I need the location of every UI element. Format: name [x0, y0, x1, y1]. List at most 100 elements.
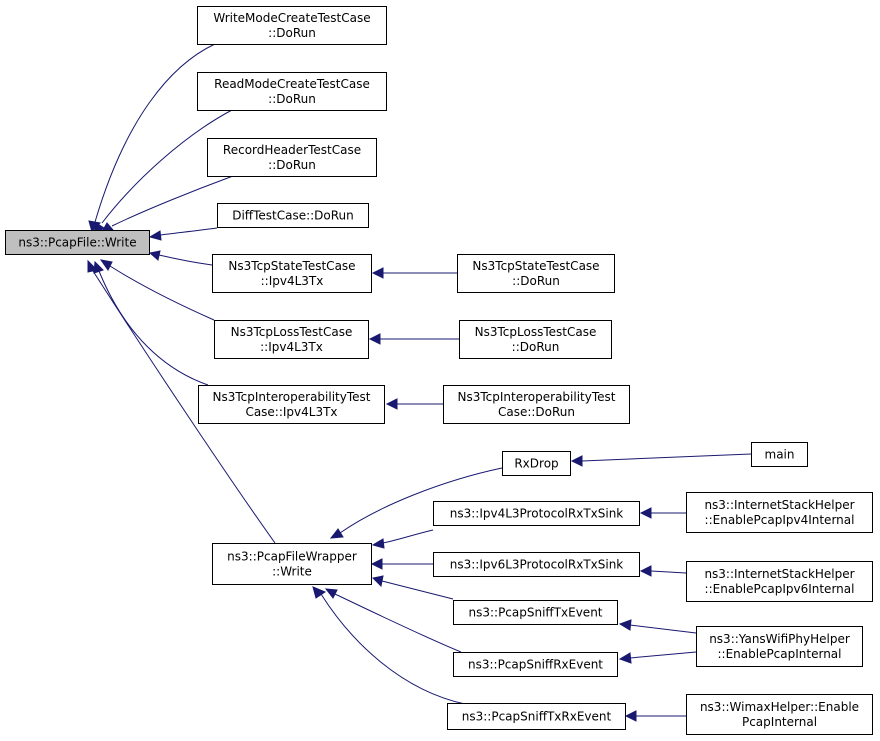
node-box: [686, 694, 873, 735]
arrowhead-ish-ipv4: [639, 507, 652, 519]
node-label-line: DiffTestCase::DoRun: [232, 209, 354, 223]
node-box: [686, 492, 873, 533]
node-label-line: RecordHeaderTestCase: [223, 143, 361, 157]
node-tcp-state-dorun[interactable]: Ns3TcpStateTestCase::DoRun: [457, 254, 615, 293]
node-record-header-test-case[interactable]: RecordHeaderTestCase::DoRun: [207, 138, 377, 177]
node-read-mode-create-test-case[interactable]: ReadModeCreateTestCase::DoRun: [197, 72, 387, 111]
node-pcap-sniff-txrx-event[interactable]: ns3::PcapSniffTxRxEvent: [447, 703, 626, 730]
node-ish-enable-pcap-ipv4-internal[interactable]: ns3::InternetStackHelper::EnablePcapIpv4…: [686, 492, 873, 533]
edge-read-mode-to-pcapfile-write: [101, 109, 233, 224]
node-box: [217, 203, 369, 228]
edge-tcp-interop-to-pcapfile-write: [98, 270, 209, 386]
edge-ish-ipv6-to-ipv6-sink: [650, 570, 687, 574]
node-wimax-enable-pcap-internal[interactable]: ns3::WimaxHelper::EnablePcapInternal: [686, 694, 873, 735]
node-ish-enable-pcap-ipv6-internal[interactable]: ns3::InternetStackHelper::EnablePcapIpv6…: [686, 561, 873, 602]
arrowhead-ipv4-sink: [371, 538, 385, 549]
node-label-line: Ns3TcpLossTestCase: [231, 325, 353, 339]
node-label-line: Ns3TcpLossTestCase: [475, 325, 597, 339]
arrowhead-tcp-interop-dorun: [385, 398, 398, 410]
edge-ipv4-sink-to-wrapper: [382, 529, 434, 544]
node-diff-test-case[interactable]: DiffTestCase::DoRun: [217, 203, 369, 228]
arrowhead-ish-ipv6: [639, 565, 652, 577]
edge-rxdrop-to-wrapper: [339, 467, 503, 534]
edge-tcp-loss-to-pcapfile-write: [109, 265, 215, 321]
node-label-line: Ns3TcpStateTestCase: [228, 259, 355, 273]
node-tcp-loss-dorun[interactable]: Ns3TcpLossTestCase::DoRun: [459, 320, 612, 359]
node-tcp-state-ipv4l3tx[interactable]: Ns3TcpStateTestCase::Ipv4L3Tx: [212, 254, 372, 293]
node-pcap-sniff-tx-event[interactable]: ns3::PcapSniffTxEvent: [453, 600, 618, 625]
node-label-line: ns3::Ipv4L3ProtocolRxTxSink: [450, 507, 624, 521]
node-box: [207, 138, 377, 177]
node-label-line: ns3::PcapFile::Write: [18, 236, 136, 250]
arrowhead-wimax: [624, 710, 637, 722]
node-label-line: ns3::PcapSniffTxEvent: [468, 606, 602, 620]
node-label-line: ns3::PcapSniffRxEvent: [468, 658, 603, 672]
arrowhead-tcp-loss-dorun: [368, 333, 381, 345]
node-label-line: ns3::PcapSniffTxRxEvent: [462, 710, 612, 724]
node-yans-wifi-enable-pcap-internal[interactable]: ns3::YansWifiPhyHelper::EnablePcapIntern…: [696, 626, 863, 667]
arrowhead-tcp-state-dorun: [371, 267, 384, 279]
node-pcap-sniff-rx-event[interactable]: ns3::PcapSniffRxEvent: [453, 652, 618, 677]
node-ipv6-l3-protocol-rxtx-sink[interactable]: ns3::Ipv6L3ProtocolRxTxSink: [433, 552, 640, 577]
arrowhead-yans-tx: [618, 619, 632, 631]
node-box: [197, 72, 387, 111]
node-label-line: PcapInternal: [742, 715, 817, 729]
arrowhead-rxdrop: [329, 528, 344, 539]
node-box: [433, 552, 640, 577]
node-pcapfilewrapper-write[interactable]: ns3::PcapFileWrapper::Write: [212, 543, 372, 585]
edge-diff-test-to-pcapfile-write: [159, 227, 218, 236]
node-label-line: Ns3TcpStateTestCase: [472, 259, 599, 273]
node-write-mode-create-test-case[interactable]: WriteModeCreateTestCase::DoRun: [197, 6, 387, 45]
edge-sniff-txrx-to-wrapper: [320, 593, 466, 705]
arrowhead-sniff-txrx: [312, 586, 327, 599]
node-label-line: ReadModeCreateTestCase: [214, 77, 370, 91]
node-label-line: ns3::InternetStackHelper: [704, 567, 854, 581]
node-box: [751, 442, 808, 467]
arrowhead-tcp-loss: [99, 259, 113, 271]
node-label-line: Case::DoRun: [498, 405, 575, 419]
node-label-line: Ns3TcpInteroperabilityTest: [213, 390, 371, 404]
node-pcapfile-write[interactable]: ns3::PcapFile::Write: [5, 230, 150, 255]
node-label-line: Case::Ipv4L3Tx: [245, 405, 337, 419]
arrowhead-yans-rx: [618, 652, 632, 664]
node-box: [198, 385, 385, 424]
node-tcp-loss-ipv4l3tx[interactable]: Ns3TcpLossTestCase::Ipv4L3Tx: [214, 320, 369, 359]
node-box: [433, 501, 640, 526]
node-label-line: ::EnablePcapIpv6Internal: [705, 582, 855, 596]
node-box: [212, 543, 372, 585]
node-label-line: ns3::YansWifiPhyHelper: [709, 632, 850, 646]
node-box: [453, 652, 618, 677]
node-box: [197, 6, 387, 45]
node-box: [212, 254, 372, 293]
edge-sniff-rx-to-wrapper: [334, 593, 462, 653]
edge-yans-to-sniff-rx: [629, 651, 697, 659]
node-label-line: ::EnablePcapIpv4Internal: [705, 513, 855, 527]
arrowhead-tcp-interop: [93, 260, 104, 274]
node-label-line: ns3::WimaxHelper::Enable: [700, 700, 859, 714]
edge-sniff-tx-to-wrapper: [381, 580, 454, 600]
node-box: [502, 451, 571, 476]
arrowhead-sniff-rx: [324, 588, 338, 599]
nodes-layer: ns3::PcapFile::Write WriteModeCreateTest…: [5, 6, 873, 735]
node-box: [5, 230, 150, 255]
node-label-line: ::Ipv4L3Tx: [261, 274, 324, 288]
node-ipv4-l3-protocol-rxtx-sink[interactable]: ns3::Ipv4L3ProtocolRxTxSink: [433, 501, 640, 526]
node-label-line: ::DoRun: [268, 158, 316, 172]
arrowhead-main: [570, 455, 583, 467]
node-label-line: main: [765, 448, 795, 462]
arrowhead-sniff-tx: [371, 575, 384, 588]
node-label-line: ::EnablePcapInternal: [717, 647, 841, 661]
node-label-line: ::DoRun: [512, 274, 560, 288]
node-label-line: ns3::InternetStackHelper: [704, 498, 854, 512]
node-box: [696, 626, 863, 667]
node-label-line: ns3::Ipv6L3ProtocolRxTxSink: [450, 558, 624, 572]
edge-pcapfilewrapper-to-pcapfile-write: [92, 270, 276, 544]
node-main[interactable]: main: [751, 442, 808, 467]
edge-tcp-state-to-pcapfile-write: [158, 254, 213, 266]
node-box: [453, 600, 618, 625]
node-rxdrop[interactable]: RxDrop: [502, 451, 571, 476]
node-label-line: ::Ipv4L3Tx: [260, 340, 323, 354]
